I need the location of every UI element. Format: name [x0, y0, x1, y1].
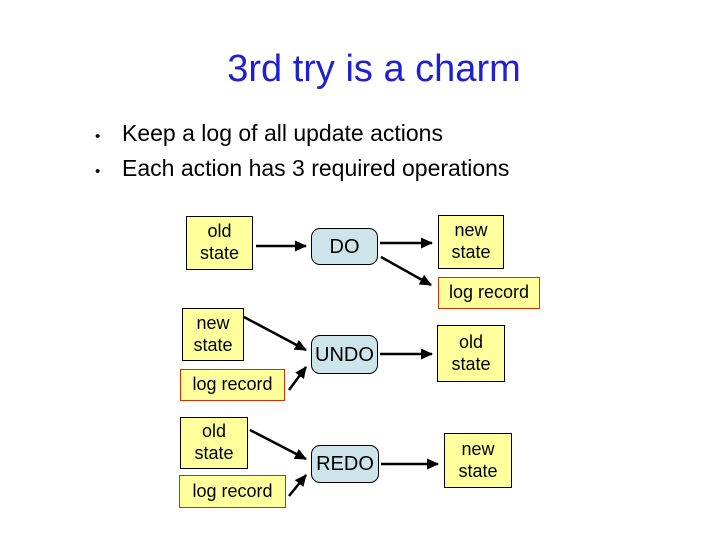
bullet-icon: • [95, 128, 101, 145]
bullet-list: • Keep a log of all update actions • Eac… [95, 116, 509, 186]
arrow-logrecord-to-undo [287, 366, 308, 391]
arrow-do-to-logrecord [380, 255, 432, 287]
bullet-item: • Keep a log of all update actions [95, 116, 509, 151]
undo-input-state-box: new state [182, 308, 244, 361]
do-operation-box: DO [311, 228, 378, 265]
bullet-icon: • [95, 163, 101, 180]
slide-title: 3rd try is a charm [227, 48, 521, 90]
bullet-text: Keep a log of all update actions [122, 120, 443, 146]
redo-input-state-box: old state [180, 417, 248, 469]
do-output-state-box: new state [438, 215, 504, 269]
undo-operation-box: UNDO [311, 335, 378, 374]
do-log-record-box: log record [438, 277, 540, 309]
redo-output-state-box: new state [444, 433, 512, 488]
arrow-logrecord-to-redo [288, 474, 307, 497]
arrow-newstate-to-undo [243, 315, 307, 352]
redo-log-record-box: log record [179, 475, 286, 508]
bullet-item: • Each action has 3 required operations [95, 151, 509, 186]
bullet-text: Each action has 3 required operations [122, 155, 510, 181]
redo-operation-box: REDO [311, 445, 379, 483]
undo-log-record-box: log record [180, 369, 285, 401]
do-input-state-box: old state [186, 216, 253, 270]
undo-output-state-box: old state [437, 325, 505, 382]
arrow-oldstate-to-redo [249, 428, 307, 461]
